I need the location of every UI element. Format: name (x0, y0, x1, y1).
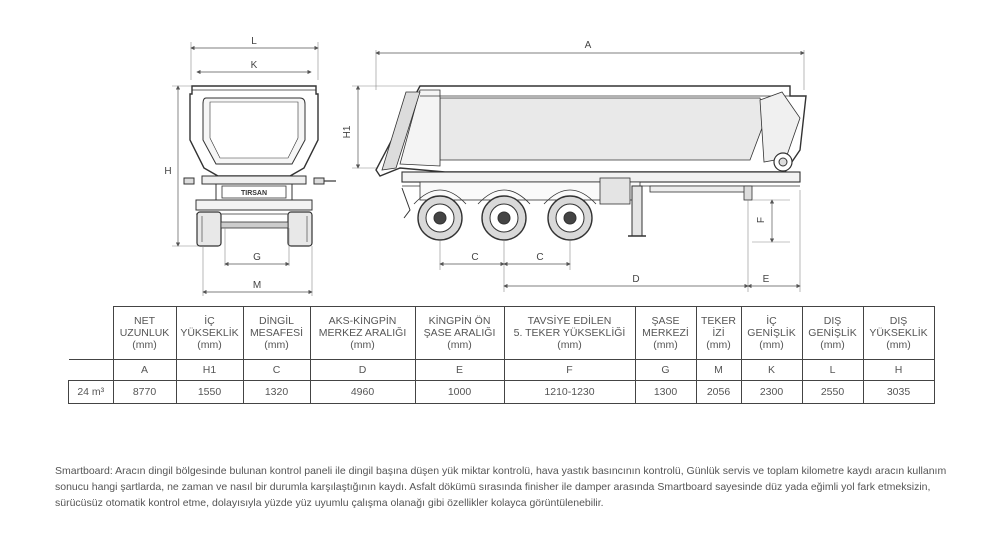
symbol-cell: E (414, 359, 505, 381)
value-cell: 3035 (862, 380, 935, 404)
symbol-cell: M (695, 359, 742, 381)
wheel-2 (481, 195, 527, 241)
dim-label-G: G (253, 252, 261, 263)
value-cell: 2056 (695, 380, 742, 404)
symbol-cell: C (242, 359, 311, 381)
dim-label-D: D (632, 274, 639, 285)
value-cell: 1210-1230 (503, 380, 636, 404)
value-cell: 1550 (175, 380, 244, 404)
empty-symbol-cell (68, 359, 114, 381)
symbol-cell: K (740, 359, 803, 381)
dim-label-F: F (756, 217, 767, 223)
smartboard-description: Smartboard: Aracın dingil bölgesinde bul… (55, 465, 947, 509)
dim-label-A: A (585, 40, 592, 51)
symbol-cell: L (801, 359, 864, 381)
dim-label-C1: C (471, 252, 478, 263)
dim-label-E: E (763, 274, 770, 285)
value-cell: 4960 (309, 380, 416, 404)
spec-value-row: 24 m³ 8770 1550 1320 4960 1000 1210-1230… (68, 380, 935, 404)
empty-corner-cell (68, 306, 114, 360)
value-cell: 1300 (634, 380, 697, 404)
row-label-cell: 24 m³ (68, 380, 114, 404)
spec-symbol-row: A H1 C D E F G M K L H (68, 359, 935, 381)
dim-label-H: H (164, 166, 171, 177)
symbol-cell: G (634, 359, 697, 381)
wheel-3 (547, 195, 593, 241)
front-view (172, 42, 336, 296)
value-cell: 2300 (740, 380, 803, 404)
value-cell: 1320 (242, 380, 311, 404)
symbol-cell: H (862, 359, 935, 381)
value-cell: 8770 (112, 380, 177, 404)
symbol-cell: H1 (175, 359, 244, 381)
value-cell: 1000 (414, 380, 505, 404)
dim-label-H1: H1 (342, 125, 353, 138)
dim-label-L: L (251, 36, 257, 47)
value-cell: 2550 (801, 380, 864, 404)
wheel-1 (417, 195, 463, 241)
symbol-cell: F (503, 359, 636, 381)
side-view (352, 50, 807, 292)
symbol-cell: D (309, 359, 416, 381)
technical-drawing: L K H G M TIRSAN (164, 36, 807, 296)
plate-text: TIRSAN (241, 190, 267, 197)
dim-label-C2: C (536, 252, 543, 263)
symbol-cell: A (112, 359, 177, 381)
dim-label-K: K (251, 60, 258, 71)
dim-label-M: M (253, 280, 261, 291)
